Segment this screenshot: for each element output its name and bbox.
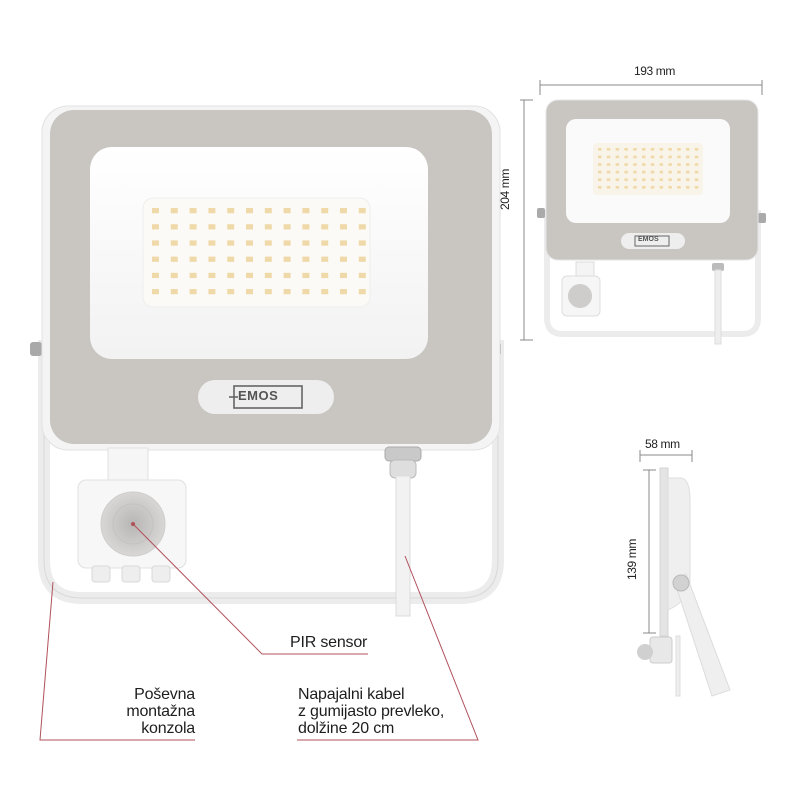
side-height-dimension-label: 139 mm: [625, 539, 639, 580]
leader-lines: [39, 523, 479, 741]
power-cable: [384, 446, 422, 617]
pir-sensor-module: [77, 447, 187, 583]
led-array: [152, 208, 366, 295]
cable-label-line1: Napajalni kabel: [298, 686, 405, 703]
side-view: [637, 450, 731, 697]
bracket-label-line3: konzola: [141, 720, 195, 737]
bracket-label-line1: Poševna: [134, 686, 195, 703]
cable-label: Napajalni kabel z gumijasto prevleko, do…: [298, 686, 444, 737]
bracket-label: Poševna montažna konzola: [100, 686, 195, 737]
led-board: [142, 197, 371, 308]
pir-sensor-label: PIR sensor: [290, 634, 368, 651]
bracket-label-line2: montažna: [126, 703, 195, 720]
brand-logo-small: EMOS: [638, 236, 659, 243]
logo-pill: [198, 380, 334, 414]
brand-logo: EMOS: [238, 388, 279, 403]
depth-dimension-label: 58 mm: [645, 437, 680, 451]
cable-label-line3: dolžine 20 cm: [298, 720, 395, 737]
height-dimension-label: 204 mm: [498, 169, 512, 210]
width-dimension-label: 193 mm: [634, 64, 675, 78]
cable-label-line2: z gumijasto prevleko,: [298, 703, 445, 720]
front-view-small: [520, 80, 766, 345]
